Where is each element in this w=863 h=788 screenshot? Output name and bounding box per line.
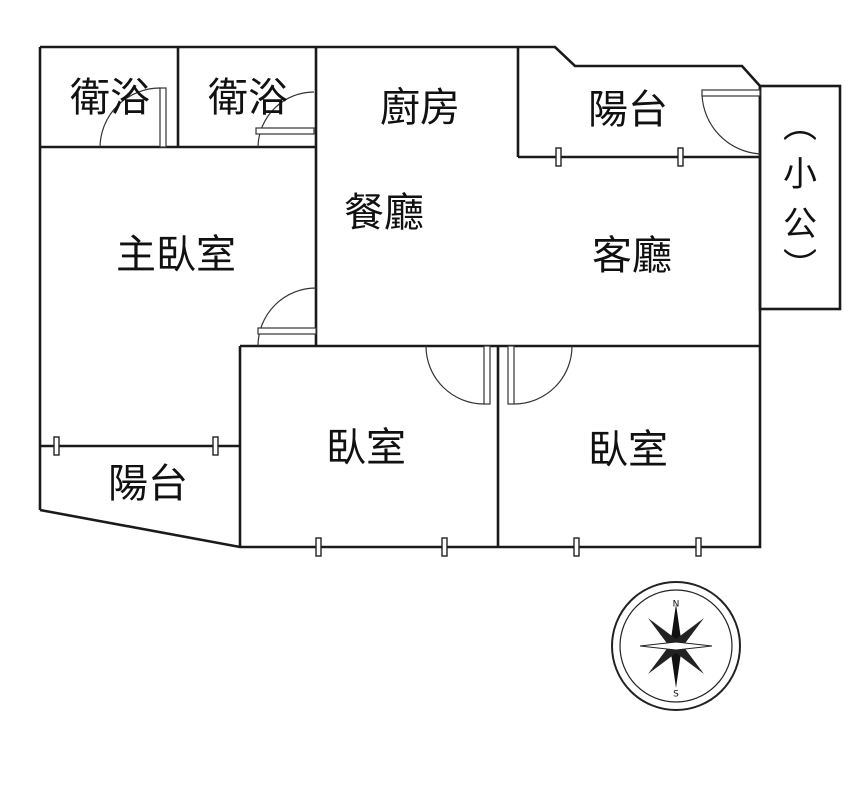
room-label-master-bedroom: 主臥室 xyxy=(116,232,236,278)
doors xyxy=(99,87,761,405)
side-room-paren-close: ︶ xyxy=(783,247,817,287)
side-room-char-1: 小 xyxy=(783,155,817,195)
door-bath-2 xyxy=(257,91,315,148)
windows xyxy=(53,147,702,557)
window-marker xyxy=(573,537,580,557)
window-marker xyxy=(315,537,322,557)
compass-south-label: S xyxy=(673,690,679,700)
door-bedroom-1 xyxy=(425,345,485,405)
window-marker xyxy=(677,147,684,167)
side-room-paren-open: ︵ xyxy=(783,107,817,147)
compass-icon: N S xyxy=(611,581,741,711)
compass-north-label: N xyxy=(673,600,680,610)
room-label-kitchen: 廚房 xyxy=(380,85,460,131)
window-marker xyxy=(441,537,448,557)
room-label-living: 客廳 xyxy=(592,233,672,279)
window-marker xyxy=(212,436,219,456)
window-marker xyxy=(695,537,702,557)
room-label-bath-2: 衛浴 xyxy=(208,75,288,121)
side-room-char-2: 公 xyxy=(783,205,817,245)
door-bath-1 xyxy=(99,87,161,148)
room-label-bath-1: 衛浴 xyxy=(70,75,150,121)
room-label-dining: 餐廳 xyxy=(344,190,424,236)
door-balcony-top xyxy=(701,93,761,155)
interior-walls xyxy=(40,47,842,547)
room-label-bedroom-2: 臥室 xyxy=(588,427,668,473)
window-marker xyxy=(53,436,60,456)
door-bedroom-2 xyxy=(513,345,573,405)
window-marker xyxy=(555,147,562,167)
room-label-bedroom-1: 臥室 xyxy=(326,425,406,471)
room-label-balcony-bottom: 陽台 xyxy=(108,461,188,507)
room-label-balcony-top: 陽台 xyxy=(588,87,668,133)
room-labels: 衛浴 衛浴 廚房 陽台 餐廳 主臥室 客廳 臥室 臥室 陽台 xyxy=(70,75,672,507)
side-room-label: ︵ 小 公 ︶ xyxy=(783,107,817,287)
door-master-bedroom xyxy=(257,287,317,347)
